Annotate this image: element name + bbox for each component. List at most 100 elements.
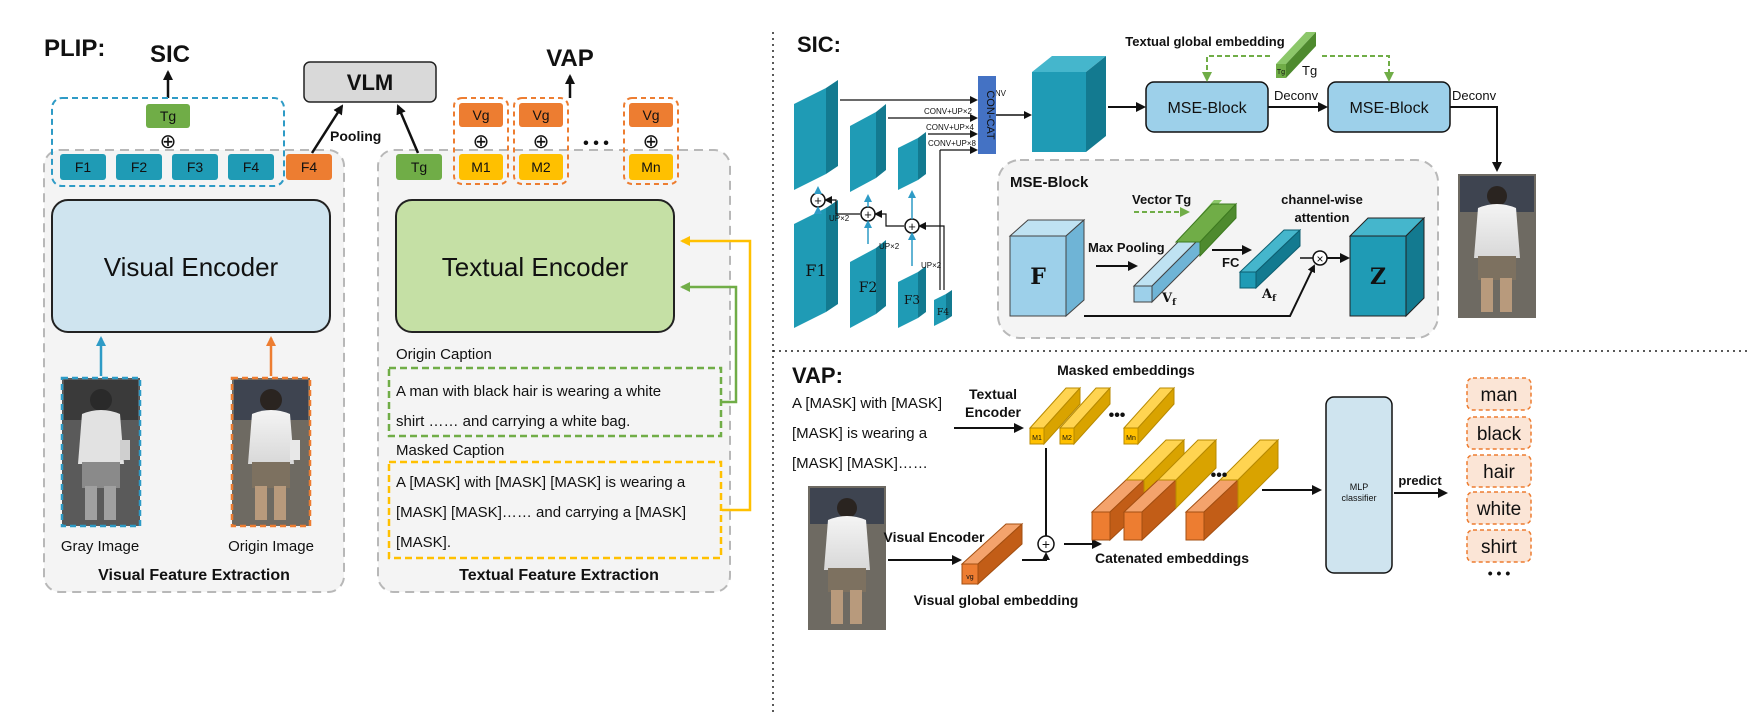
concat-block [978,76,996,154]
masked-embedding-ellipsis: ••• [1109,407,1126,424]
plip-tg-box [146,104,190,128]
fc-label: FC [1222,255,1240,270]
sic-group-outline [51,97,285,187]
vg-label-2: Vg [532,107,549,123]
feature-box-f1 [60,154,106,180]
prediction-box-4 [1466,491,1532,525]
plip-panel: PLIP: SIC Tg ⊕ F1 F2 F3 F4 F4 VLM Poolin… [43,35,752,593]
prediction-list: man black hair white shirt • • • [1466,377,1532,581]
vector-tg-label: Vector Tg [1132,192,1191,207]
vlm-box [303,61,437,103]
sic-plus-icon-2: + [864,207,872,222]
mask-token-label-1: M1 [471,159,491,175]
mse-block-2-label: MSE-Block [1349,100,1429,117]
catenated-vector-n [1184,438,1280,542]
max-pooling-label: Max Pooling [1088,240,1165,255]
gray-image [60,376,142,528]
pooling-arrow-textual [396,104,420,154]
vap-masked-text-line-3: [MASK] [MASK]…… [792,455,928,472]
catenated-embedding-vectors [1090,438,1280,542]
f-cube [1008,218,1086,318]
feature-label-f1: F1 [75,159,92,175]
vap-plus-icon-n: ⊕ [643,131,660,153]
prediction-box-2 [1466,416,1532,450]
sic-feature-pyramid: F1 F2 F3 F4 [794,80,952,328]
origin-caption-line-2: shirt …… and carrying a white bag. [396,413,630,430]
catenated-embeddings-label: Catenated embeddings [1095,550,1249,566]
sic-title: SIC: [797,32,841,57]
pooled-f4-label: F4 [301,159,318,175]
plip-feature-boxes: F1 F2 F3 F4 [60,154,274,180]
origin-caption-arrow [680,282,738,404]
visual-global-embedding-label: Visual global embedding [914,592,1079,608]
tg-to-mse-1-arrow [1202,55,1270,82]
f-cube-label: F [1030,264,1046,290]
vap-visual-encoder-label: Visual Encoder [884,529,985,545]
textual-section-label: Textual Feature Extraction [459,567,659,584]
vg-vector-label: vg [966,574,974,581]
textual-tg-box [396,154,442,180]
vap-textual-encoder-line-2: Encoder [965,404,1022,420]
catenated-embedding-ellipsis: ••• [1211,467,1228,484]
masked-caption-title: Masked Caption [396,442,504,459]
concat-label: CON-CAT [984,90,996,140]
sic-plus-icon-1: + [814,193,822,208]
vap-token-group-n: Vg ⊕ Mn [623,97,679,185]
vg-label-n: Vg [642,107,659,123]
vap-masked-text-line-1: A [MASK] with [MASK] [792,395,942,412]
sic-conv-label-2: CONV+UP×2 [924,107,973,116]
vap-plus-icon-1: ⊕ [473,131,490,153]
vap-token-group-1: Vg ⊕ M1 [453,97,509,185]
skip-connection-arrow [1084,264,1316,317]
z-cube [1348,216,1426,318]
vg-vector [960,522,1024,586]
predict-label: predict [1398,473,1442,488]
prediction-label-2: black [1477,424,1522,445]
visual-encoder-box [51,199,331,333]
sic-feature-f4: F4 [937,308,949,318]
prediction-label-5: shirt [1481,537,1518,558]
z-cube-label: Z [1370,264,1386,290]
af-label: Af [1261,287,1277,304]
prediction-label-4: white [1476,499,1521,520]
masked-embeddings-label: Masked embeddings [1057,362,1195,378]
deconv-label-1: Deconv [1274,88,1319,103]
sic-up-label-3: UP×2 [921,261,942,270]
mse-block-1-label: MSE-Block [1167,100,1247,117]
tg-overlay-vector [1174,202,1238,258]
vf-label: Vf [1161,291,1177,308]
fused-feature-cube [1032,56,1106,152]
prediction-label-1: man [1481,385,1518,406]
textual-tg-label: Tg [411,159,427,175]
sic-feature-f3: F3 [904,293,920,307]
masked-embedding-label-m2: M2 [1062,435,1072,442]
masked-embedding-vectors [1028,386,1176,446]
sic-panel: SIC: F1 F2 F3 F4 + + + [794,32,1536,339]
mlp-classifier-box [1325,396,1393,574]
vg-to-plus-arrow [1022,552,1050,561]
origin-caption-line-1: A man with black hair is wearing a white [396,383,661,400]
vap-ellipsis: • • • [583,135,609,152]
gray-image-label: Gray Image [61,538,139,555]
feature-box-f2 [116,154,162,180]
mlp-label-line-1: MLP [1350,482,1369,492]
plip-vap-label: VAP [546,45,594,72]
sic-feature-f1: F1 [805,261,826,280]
vap-plus-icon: + [1042,536,1050,552]
sic-conv-label-4: CONV+UP×8 [928,139,977,148]
mse-detail-title: MSE-Block [1010,174,1089,191]
channel-wise-label: channel-wise [1281,192,1363,207]
textual-encoder-box [395,199,675,333]
tg-vector-small-label: Tg [1277,69,1285,76]
feature-label-f3: F3 [187,159,204,175]
visual-encoder-label: Visual Encoder [104,252,279,282]
masked-caption-arrow [680,236,752,512]
pooling-arrow-visual [310,104,344,154]
vlm-label: VLM [347,70,393,95]
vap-masked-text-line-2: [MASK] is wearing a [792,425,928,442]
textual-global-embedding-label: Textual global embedding [1125,34,1284,49]
sic-up-label-1: UP×2 [829,214,850,223]
sic-output-image [1458,174,1536,318]
pooled-f4-box [286,154,332,180]
